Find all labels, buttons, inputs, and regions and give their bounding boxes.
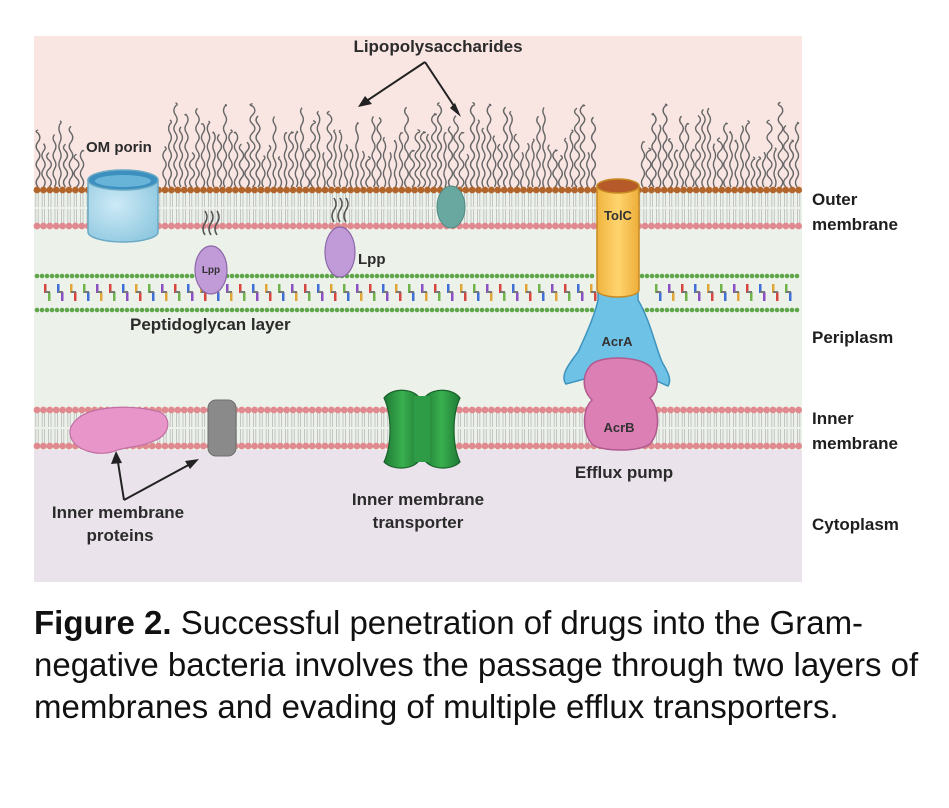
peptidoglycan-label: Peptidoglycan layer — [130, 315, 291, 334]
cytoplasm-region — [34, 450, 802, 582]
cytoplasm-label: Cytoplasm — [812, 515, 899, 534]
outer-membrane-protein — [436, 185, 466, 229]
inner-membrane-protein — [69, 406, 169, 454]
inner-membrane-transporter-label-line2: transporter — [373, 513, 464, 532]
figure-caption: Figure 2. Successful penetration of drug… — [34, 602, 934, 728]
periplasm-label: Periplasm — [812, 328, 893, 347]
lipopolysaccharides-label: Lipopolysaccharides — [353, 37, 522, 56]
tolc-protein — [596, 178, 640, 298]
extracellular-region — [34, 36, 802, 192]
inner-membrane-transporter-protein — [383, 389, 461, 469]
arrowheads — [111, 96, 461, 469]
om-porin-label: OM porin — [86, 139, 152, 156]
lpp-lipoprotein-left — [194, 210, 228, 295]
om-porin-protein — [87, 169, 159, 243]
arrow-lps-right — [424, 61, 459, 113]
inner-membrane-label-line2: membrane — [812, 434, 898, 453]
inner-membrane-proteins-label-line2: proteins — [86, 526, 153, 545]
figure-caption-text: Successful penetration of drugs into the… — [34, 604, 919, 725]
inner-membrane-transporter-label-line1: Inner membrane — [352, 490, 484, 509]
lpp-lipoprotein-right — [324, 197, 356, 278]
acrb-protein — [583, 357, 659, 451]
inner-membrane-proteins-label-line1: Inner membrane — [52, 503, 184, 522]
efflux-pump-label: Efflux pump — [575, 463, 673, 482]
inner-membrane-label-line1: Inner — [812, 409, 854, 428]
peptidoglycan-layer — [34, 273, 800, 313]
lpp-label: Lpp — [358, 251, 386, 268]
acrb-label: AcrB — [603, 420, 634, 435]
lps-chains — [35, 101, 800, 188]
outer-membrane-label-line1: Outer — [812, 190, 858, 209]
outer-membrane-label-line2: membrane — [812, 215, 898, 234]
arrow-imp-right — [123, 461, 195, 501]
figure-caption-label: Figure 2. — [34, 604, 172, 641]
acra-label: AcrA — [601, 334, 633, 349]
arrow-lps-left — [361, 61, 426, 105]
inner-membrane-channel-protein — [207, 399, 237, 457]
lpp-label-small: Lpp — [202, 265, 220, 276]
tolc-label: TolC — [604, 208, 633, 223]
